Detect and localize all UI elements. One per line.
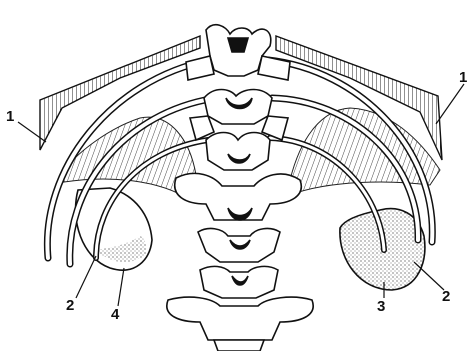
label-left-4: 4 bbox=[111, 307, 119, 322]
leader-right-2 bbox=[414, 262, 444, 290]
label-left-1: 1 bbox=[6, 109, 14, 124]
leader-left-2 bbox=[76, 256, 96, 298]
leader-right-1 bbox=[436, 84, 464, 124]
leader-left-4 bbox=[118, 268, 124, 306]
label-right-1: 1 bbox=[459, 70, 467, 85]
vertebral-column bbox=[167, 25, 313, 351]
right-muscle-region bbox=[290, 108, 440, 195]
label-right-2: 2 bbox=[442, 289, 450, 304]
label-right-3: 3 bbox=[377, 299, 385, 314]
label-left-2: 2 bbox=[66, 298, 74, 313]
